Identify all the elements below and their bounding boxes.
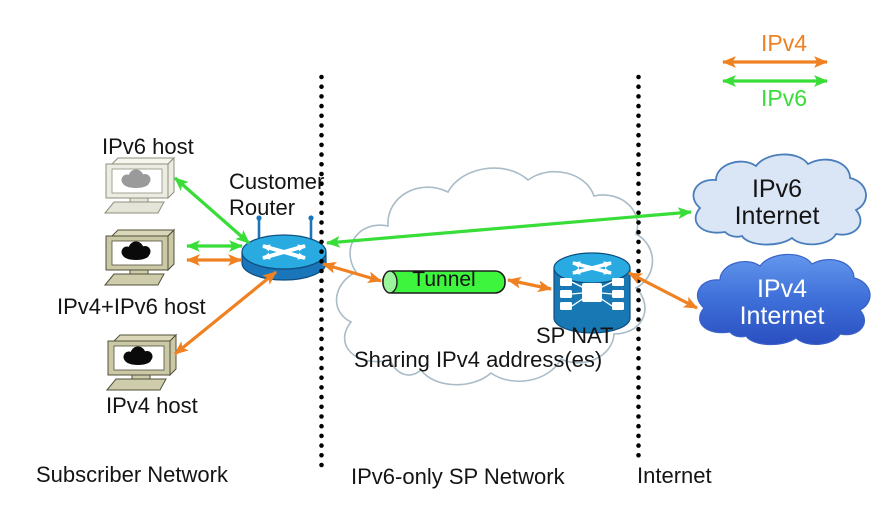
ipv4-internet-cloud — [697, 253, 871, 346]
arrow-ipv6host-router — [173, 176, 251, 245]
tunnel-label: Tunnel — [412, 268, 476, 291]
internet-label: Internet — [637, 463, 712, 488]
legend-ipv4-label: IPv4 — [761, 30, 808, 56]
arrow-router-tunnel — [321, 261, 383, 284]
nat-grid — [560, 278, 624, 310]
sp-nat-label: SP NAT — [536, 323, 614, 348]
sp-nat-icon — [553, 252, 631, 334]
ipv6-host-label: IPv6 host — [102, 134, 194, 159]
ipv4-host-label: IPv4 host — [106, 393, 198, 418]
arrow-spnat-ipv4internet — [628, 271, 698, 310]
sp-network-label: IPv6-only SP Network — [351, 464, 565, 489]
tunnel-shape — [382, 270, 506, 294]
dual-host-icon — [105, 230, 174, 285]
arrow-router-ipv4host — [173, 270, 278, 356]
ipv4-internet-label: IPv4 Internet — [739, 275, 825, 330]
ipv6-internet-cloud — [692, 153, 867, 246]
dual-host-label: IPv4+IPv6 host — [57, 294, 206, 319]
legend-arrows — [721, 56, 829, 87]
legend-ipv6-label: IPv6 — [761, 85, 808, 111]
customer-router-icon — [241, 215, 327, 281]
ipv6-host-icon — [105, 158, 174, 213]
arrow-tunnel-spnat — [506, 276, 553, 293]
sharing-note-label: Sharing IPv4 address(es) — [354, 347, 603, 372]
ipv6-internet-label: IPv6 Internet — [734, 175, 820, 230]
arrow-router-ipv6internet — [325, 207, 693, 248]
traffic-arrows — [173, 176, 698, 356]
ipv4-host-icon — [107, 335, 176, 390]
customer-router-label: Customer Router — [229, 169, 325, 220]
subscriber-network-label: Subscriber Network — [36, 462, 228, 487]
